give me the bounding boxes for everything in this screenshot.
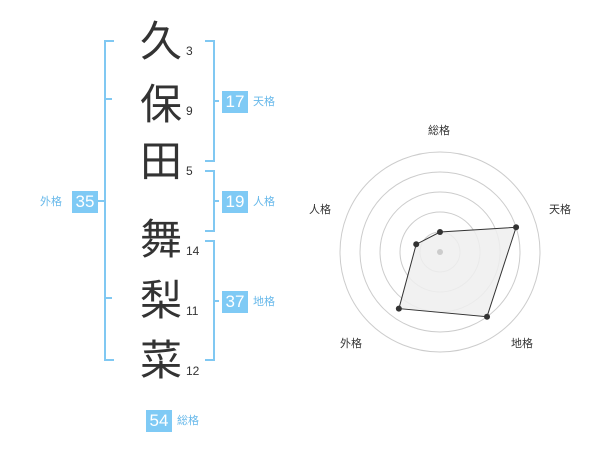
gaikaku-connector [98, 200, 105, 202]
radar-point-1 [437, 229, 443, 235]
chikaku-label: 地格 [253, 295, 275, 308]
stroke-count-5: 11 [186, 304, 199, 318]
radar-axis-label-tenkaku: 天格 [549, 203, 571, 216]
name-char-4: 舞 [139, 215, 182, 264]
radar-point-2 [513, 224, 520, 231]
chikaku-connector [213, 300, 219, 302]
radar-axis-label-soukaku: 総格 [428, 124, 450, 137]
name-char-3: 田 [139, 137, 182, 186]
stroke-count-1: 3 [186, 44, 193, 58]
radar-axis-label-chikaku: 地格 [511, 337, 533, 350]
gaikaku-value: 35 [72, 191, 98, 213]
tenkaku-connector [213, 100, 219, 102]
gaikaku-tick-1 [104, 98, 112, 100]
jinkaku-value: 19 [222, 191, 248, 213]
stroke-count-3: 5 [186, 164, 193, 178]
radar-axis-label-jinkaku: 人格 [309, 203, 331, 216]
radar-ring [339, 151, 541, 353]
name-char-1: 久 [139, 17, 182, 66]
name-char-5: 梨 [139, 276, 182, 325]
gaikaku-label: 外格 [40, 195, 62, 208]
tenkaku-value: 17 [222, 91, 248, 113]
stroke-count-4: 14 [186, 244, 200, 258]
name-char-2: 保 [139, 80, 182, 129]
radar-polygon [398, 226, 517, 318]
radar-ring [359, 171, 521, 333]
stroke-count-2: 9 [186, 104, 193, 118]
radar-axis-label-gaikaku: 外格 [340, 337, 362, 350]
radar-points [395, 224, 520, 320]
radar-point-3 [484, 313, 491, 320]
chikaku-value: 37 [222, 291, 248, 313]
soukaku-label: 総格 [177, 414, 199, 427]
jinkaku-connector [213, 200, 219, 202]
jinkaku-label: 人格 [253, 195, 275, 208]
radar-point-4 [395, 305, 402, 312]
gaikaku-bracket [104, 40, 114, 361]
radar-center-dot [437, 249, 443, 255]
stroke-count-6: 12 [186, 364, 200, 378]
soukaku-value: 54 [146, 410, 172, 432]
radar-point-5 [413, 241, 420, 248]
gaikaku-tick-2 [104, 297, 112, 299]
name-char-6: 菜 [139, 336, 182, 385]
tenkaku-label: 天格 [253, 95, 275, 108]
